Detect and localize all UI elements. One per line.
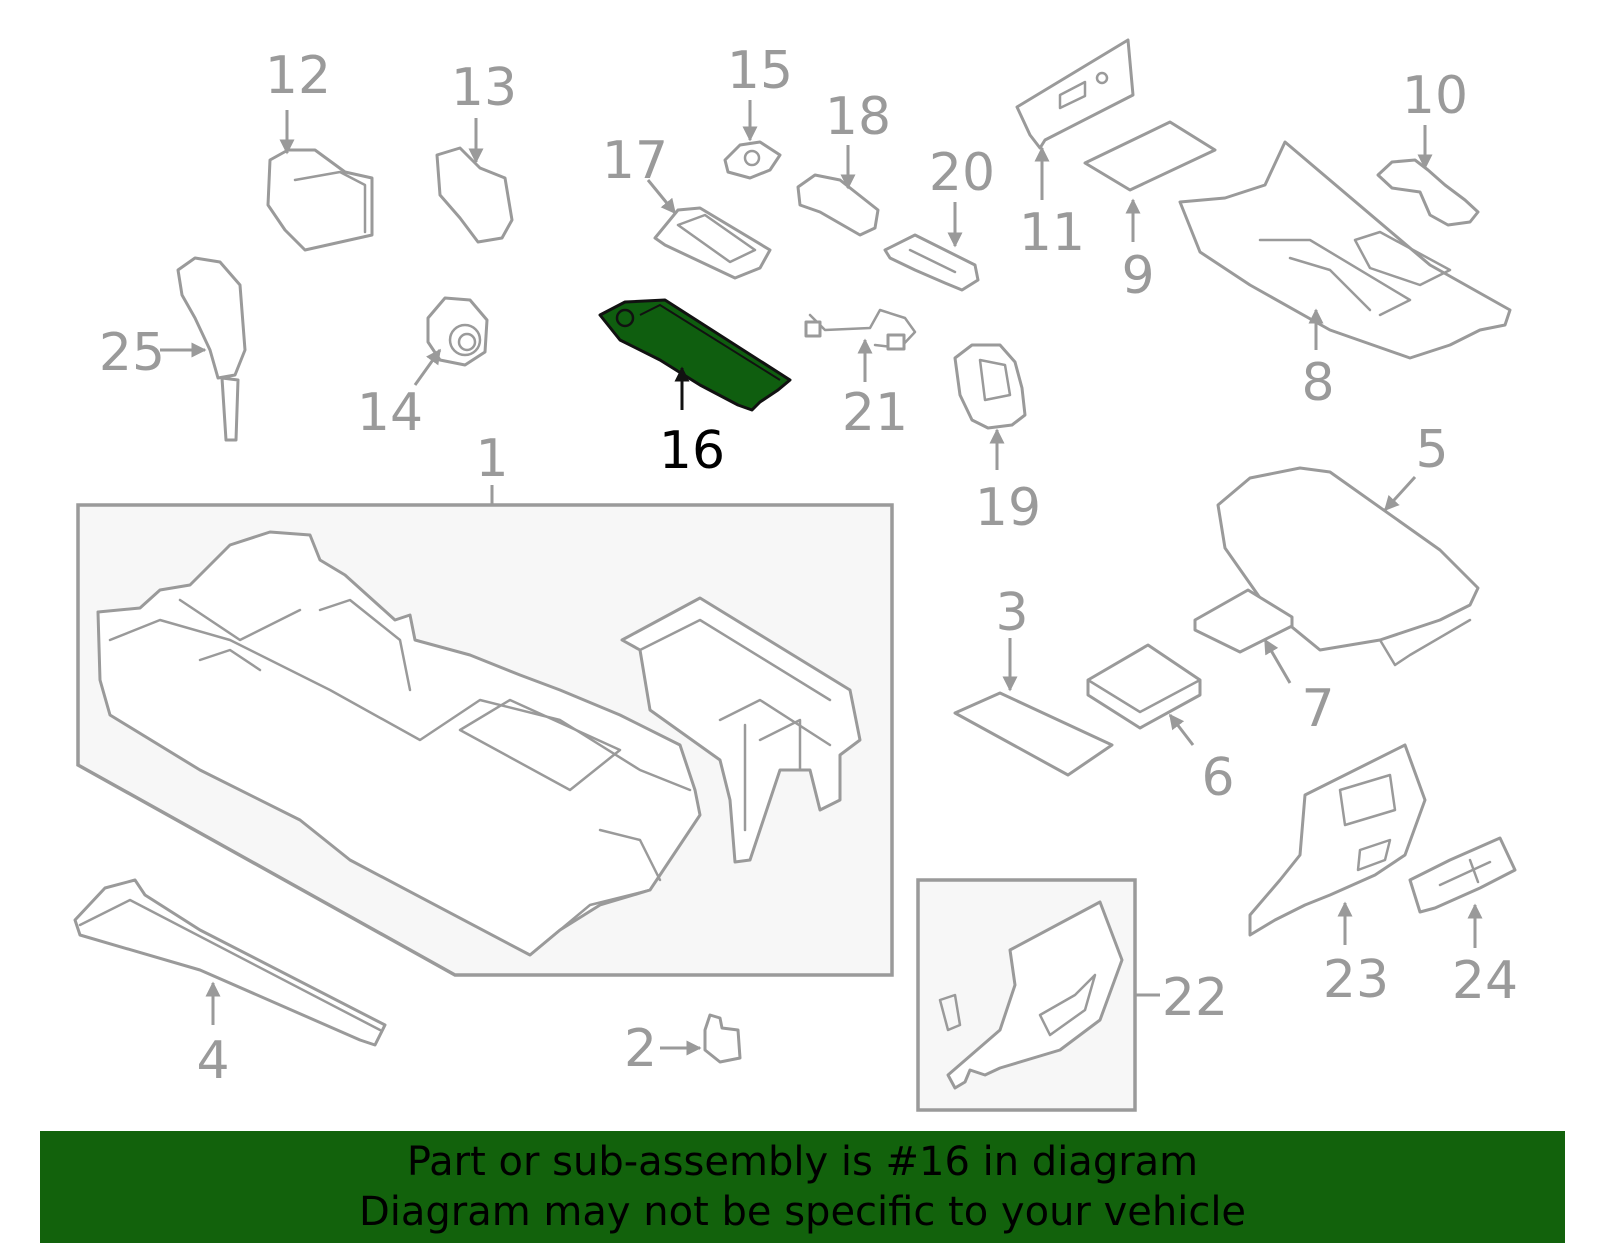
part-11-switch-panel[interactable] xyxy=(1015,38,1135,150)
callout-24: 24 xyxy=(1452,951,1518,1011)
callout-12: 12 xyxy=(265,46,331,106)
callout-8: 8 xyxy=(1301,353,1334,413)
callout-9: 9 xyxy=(1121,246,1154,306)
callout-18: 18 xyxy=(825,87,891,147)
part-1-console-assembly[interactable] xyxy=(76,485,894,977)
part-14-knob[interactable] xyxy=(426,296,489,367)
part-25-shift-knob[interactable] xyxy=(176,256,247,442)
part-12-bracket[interactable] xyxy=(266,148,374,252)
part-8-upper-panel[interactable] xyxy=(1178,140,1512,360)
callout-16: 16 xyxy=(659,421,725,481)
callout-10: 10 xyxy=(1402,66,1468,126)
part-18-block[interactable] xyxy=(796,173,880,237)
part-13-bracket[interactable] xyxy=(435,146,514,244)
part-19-switch-module[interactable] xyxy=(953,343,1027,430)
callout-11: 11 xyxy=(1019,203,1085,263)
callout-23: 23 xyxy=(1323,950,1389,1010)
callout-7: 7 xyxy=(1301,679,1334,739)
part-2-clip[interactable] xyxy=(703,1013,742,1064)
callout-19: 19 xyxy=(975,478,1041,538)
part-15-button[interactable] xyxy=(723,140,782,180)
callout-1: 1 xyxy=(475,429,508,489)
callout-25: 25 xyxy=(99,323,165,383)
part-21-harness[interactable] xyxy=(804,308,917,351)
part-6-pad[interactable] xyxy=(1086,643,1202,730)
callout-6: 6 xyxy=(1201,748,1234,808)
callout-15: 15 xyxy=(727,41,793,101)
part-16-highlighted[interactable] xyxy=(598,298,792,412)
part-24-switch[interactable] xyxy=(1408,836,1517,914)
part-22-panel-assembly[interactable] xyxy=(916,878,1160,1112)
part-9-mat[interactable] xyxy=(1083,120,1217,192)
callout-5: 5 xyxy=(1415,420,1448,480)
part-20-trim[interactable] xyxy=(883,233,980,292)
banner-line-2: Diagram may not be specific to your vehi… xyxy=(358,1189,1247,1235)
callout-13: 13 xyxy=(451,58,517,118)
callout-22: 22 xyxy=(1162,968,1228,1028)
part-7-pad[interactable] xyxy=(1193,588,1294,654)
part-10-cupholder-insert[interactable] xyxy=(1376,158,1480,227)
part-17-trim[interactable] xyxy=(653,206,772,280)
banner-line-1: Part or sub-assembly is #16 in diagram xyxy=(406,1139,1199,1185)
callout-4: 4 xyxy=(196,1031,229,1091)
callout-21: 21 xyxy=(842,383,908,443)
callout-14: 14 xyxy=(357,383,423,443)
callout-20: 20 xyxy=(929,143,995,203)
part-23-panel[interactable] xyxy=(1248,743,1427,937)
part-3-mat[interactable] xyxy=(953,691,1114,777)
info-banner: Part or sub-assembly is #16 in diagram D… xyxy=(40,1131,1565,1243)
part-4-side-trim[interactable] xyxy=(73,878,387,1047)
callout-3: 3 xyxy=(995,583,1028,643)
callout-17: 17 xyxy=(602,131,668,191)
callout-2: 2 xyxy=(624,1019,657,1079)
